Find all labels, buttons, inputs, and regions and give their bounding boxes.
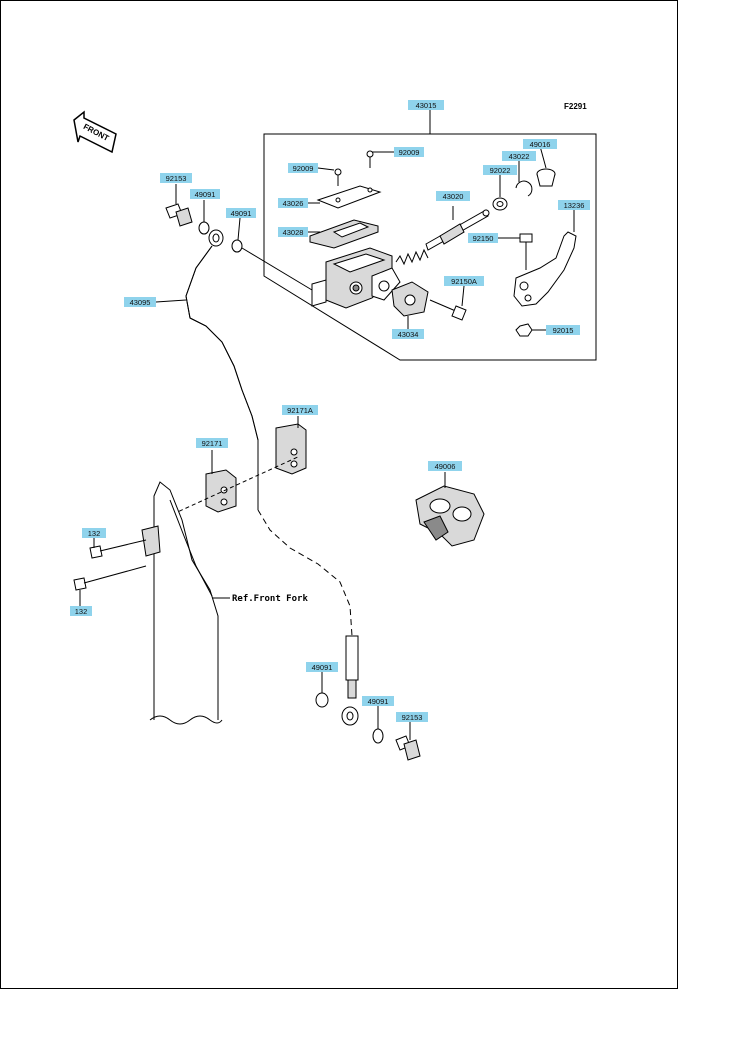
svg-text:92171A: 92171A xyxy=(287,406,313,415)
svg-text:43015: 43015 xyxy=(416,101,437,110)
callout-49091-top-a: 49091 xyxy=(190,189,220,199)
callout-92009-right: 92009 xyxy=(394,147,424,157)
callout-92153-lower: 92153 xyxy=(396,712,428,722)
callout-49091-top-b: 49091 xyxy=(226,208,256,218)
screw-92009-left xyxy=(334,168,342,186)
assembly-group-outline xyxy=(263,133,597,361)
svg-text:43020: 43020 xyxy=(443,192,464,201)
banjo-fitting-top xyxy=(208,229,224,247)
svg-text:13236: 13236 xyxy=(564,201,585,210)
washer-49091-top-a xyxy=(198,221,210,235)
clamp-43034 xyxy=(391,281,429,317)
callout-49091-lower-a: 49091 xyxy=(306,662,338,672)
svg-text:43026: 43026 xyxy=(283,199,304,208)
svg-text:43034: 43034 xyxy=(398,330,419,339)
callout-43095: 43095 xyxy=(124,297,156,307)
callout-92150: 92150 xyxy=(468,233,498,243)
washer-49091-lower-a xyxy=(315,692,329,708)
svg-text:92009: 92009 xyxy=(399,148,420,157)
washer-49091-lower-b xyxy=(372,728,384,744)
svg-text:92150: 92150 xyxy=(473,234,494,243)
dust-boot-49016 xyxy=(536,168,556,187)
callout-132-lower: 132 xyxy=(70,606,92,616)
svg-text:92171: 92171 xyxy=(202,439,223,448)
callout-43028: 43028 xyxy=(278,227,308,237)
callout-92015: 92015 xyxy=(546,325,580,335)
svg-text:43022: 43022 xyxy=(509,152,530,161)
svg-text:49016: 49016 xyxy=(530,140,551,149)
callout-92171: 92171 xyxy=(196,438,228,448)
washer-49091-top-b xyxy=(231,239,243,253)
callout-49016: 49016 xyxy=(523,139,557,149)
svg-text:49091: 49091 xyxy=(195,190,216,199)
banjo-bolt-top xyxy=(165,203,193,227)
callout-49091-lower-b: 49091 xyxy=(362,696,394,706)
callout-43034: 43034 xyxy=(392,329,424,339)
callout-43020: 43020 xyxy=(436,191,470,201)
reference-label: Ref.Front Fork xyxy=(232,594,308,604)
svg-text:43028: 43028 xyxy=(283,228,304,237)
front-arrow-icon: FRONT xyxy=(73,110,117,154)
callout-92171A: 92171A xyxy=(282,405,318,415)
hose-bracket-92171A xyxy=(275,423,307,475)
bolt-132-lower xyxy=(73,565,147,591)
svg-text:92153: 92153 xyxy=(402,713,423,722)
svg-text:92022: 92022 xyxy=(490,166,511,175)
master-cylinder-body xyxy=(311,247,401,309)
front-fork xyxy=(141,481,223,725)
diagram-frame xyxy=(0,0,678,989)
svg-text:49091: 49091 xyxy=(368,697,389,706)
svg-text:92009: 92009 xyxy=(293,164,314,173)
callout-49006: 49006 xyxy=(428,461,462,471)
svg-text:92015: 92015 xyxy=(553,326,574,335)
nut-92015 xyxy=(515,323,533,337)
svg-text:132: 132 xyxy=(75,607,88,616)
callout-132-upper: 132 xyxy=(82,528,106,538)
banjo-fitting-lower xyxy=(341,706,359,726)
callout-92150A: 92150A xyxy=(444,276,484,286)
banjo-bolt-lower xyxy=(395,735,421,761)
callout-92009-left: 92009 xyxy=(288,163,318,173)
callout-43015: 43015 xyxy=(408,100,444,110)
callout-92022: 92022 xyxy=(483,165,517,175)
svg-text:132: 132 xyxy=(88,529,101,538)
brake-lever-13236 xyxy=(513,231,577,307)
svg-text:49006: 49006 xyxy=(435,462,456,471)
holder-49006 xyxy=(415,485,485,547)
reservoir-cap xyxy=(316,185,382,209)
svg-text:92153: 92153 xyxy=(166,174,187,183)
callout-43026: 43026 xyxy=(278,198,308,208)
screw-92009-right xyxy=(366,150,374,168)
svg-text:43095: 43095 xyxy=(130,298,151,307)
brake-hose-43095 xyxy=(185,245,359,699)
figure-id: F2291 xyxy=(564,102,587,111)
bolt-92150A xyxy=(429,299,467,321)
callout-92153-top: 92153 xyxy=(160,173,192,183)
svg-text:92150A: 92150A xyxy=(451,277,477,286)
callout-43022: 43022 xyxy=(502,151,536,161)
svg-text:49091: 49091 xyxy=(231,209,252,218)
bolt-132-upper xyxy=(89,539,147,559)
callout-13236: 13236 xyxy=(558,200,590,210)
piston-assembly xyxy=(395,209,490,266)
pivot-bolt-92150 xyxy=(519,233,533,270)
circlip-43022 xyxy=(515,180,533,197)
hose-clamp-92171 xyxy=(205,469,237,513)
svg-text:49091: 49091 xyxy=(312,663,333,672)
